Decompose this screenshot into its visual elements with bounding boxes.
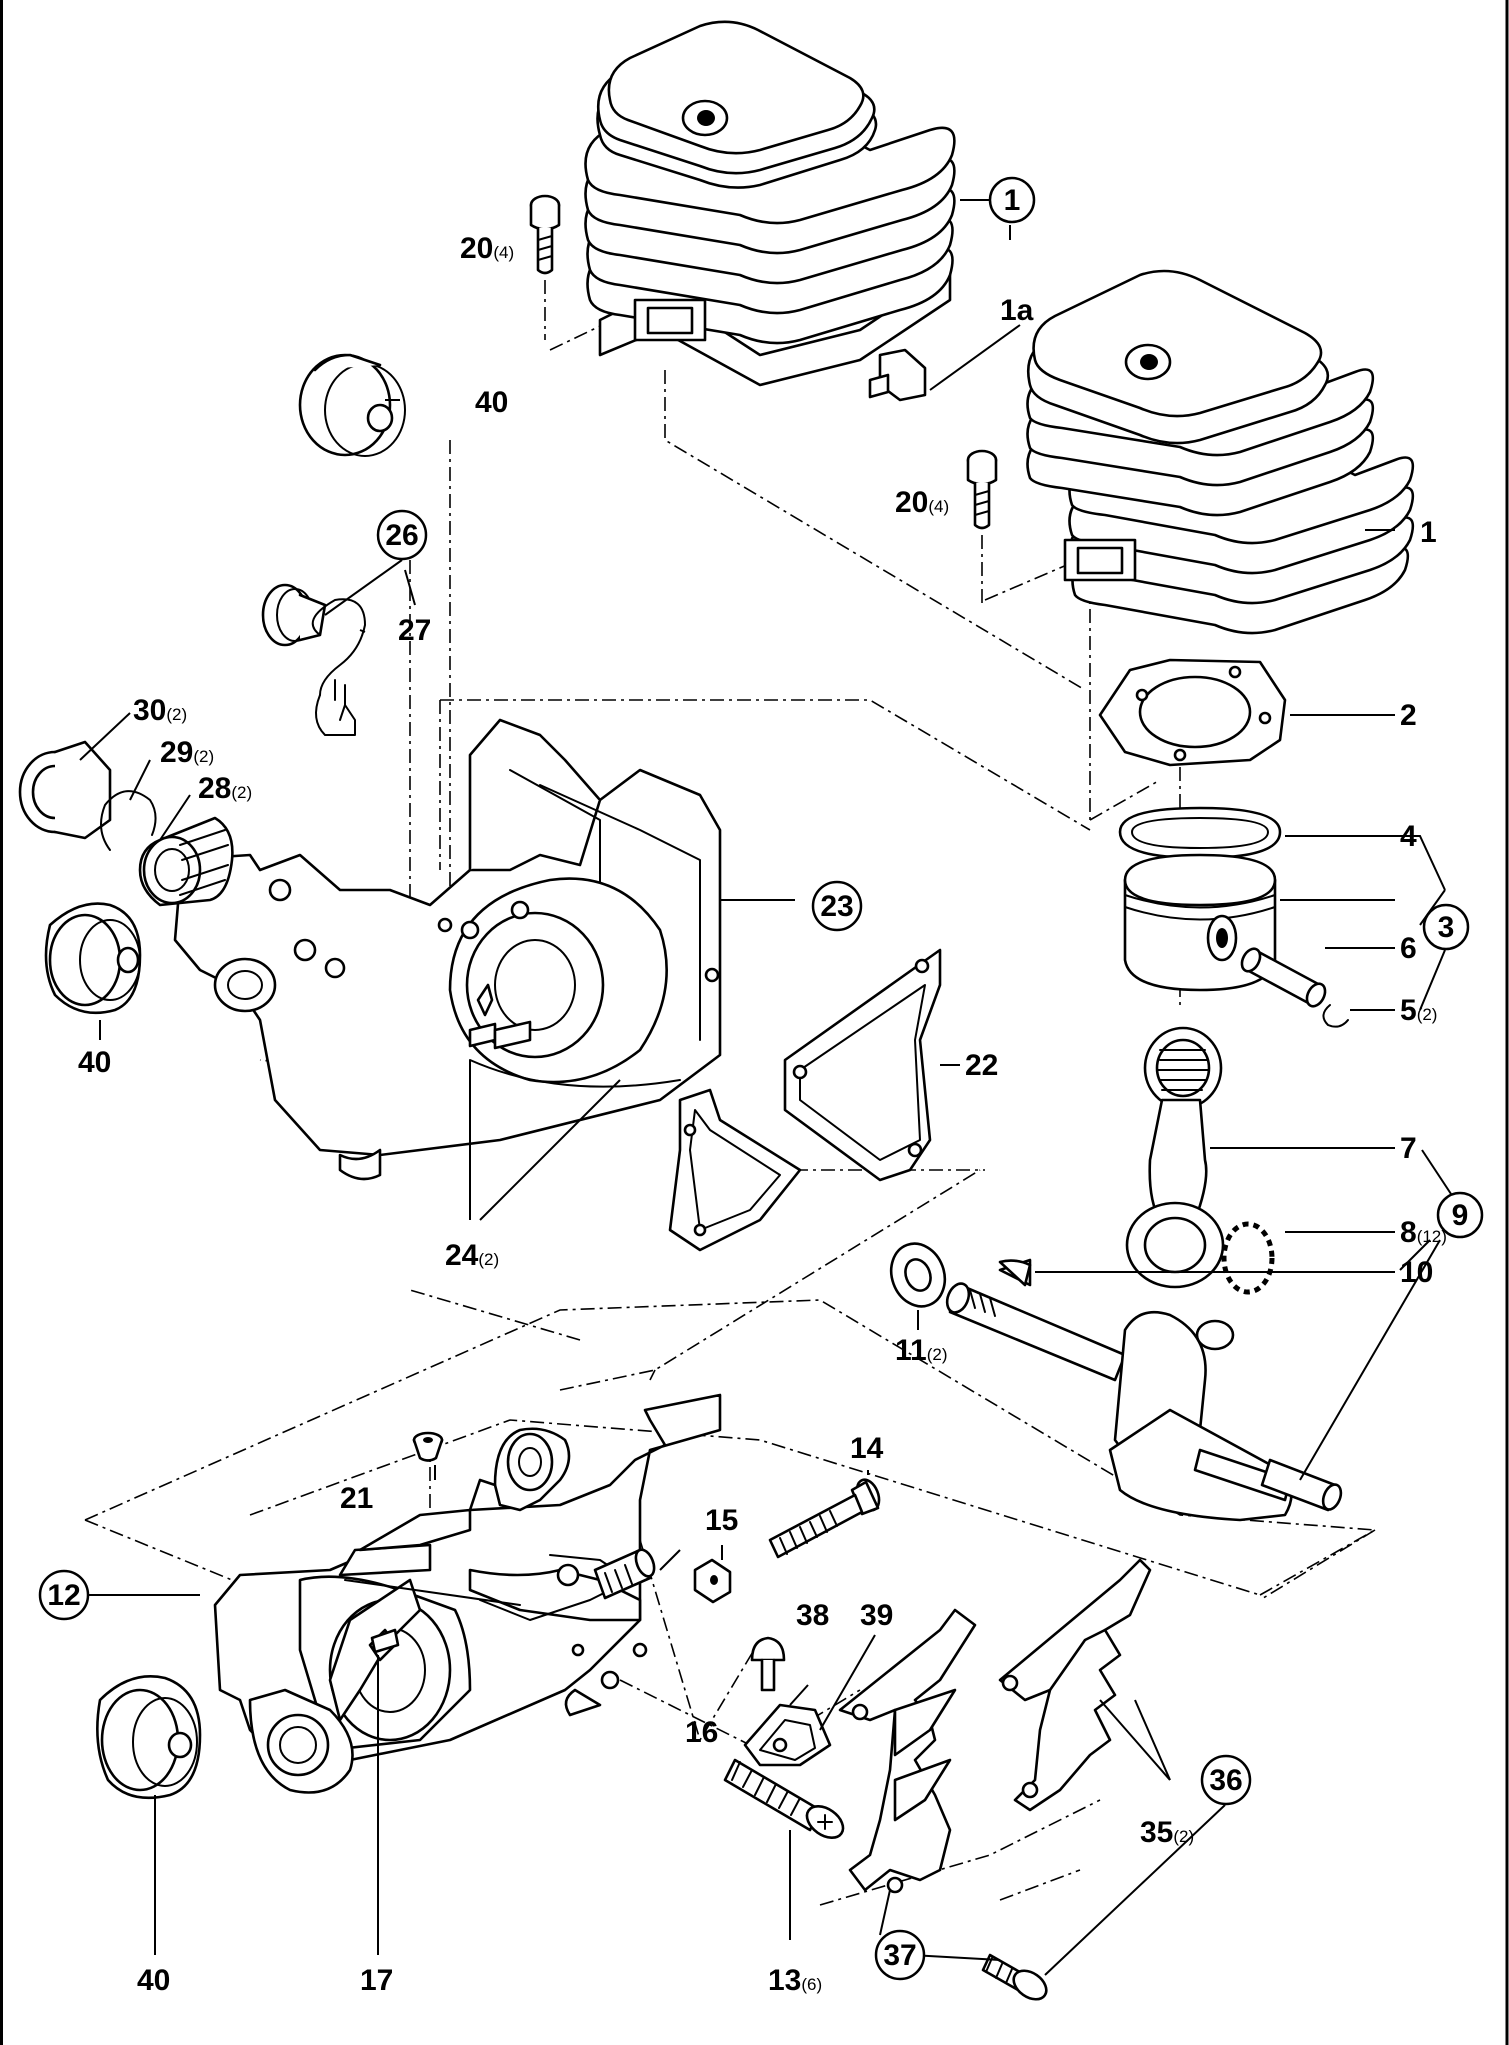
gasket-lower (668, 1088, 802, 1252)
label-39: 39 (860, 1599, 893, 1632)
label-20-upper: 20(4) (460, 232, 514, 265)
screw-13 (723, 1758, 845, 1839)
label-10: 10 (1400, 1256, 1433, 1289)
label-1a: 1a (1000, 294, 1034, 327)
label-21: 21 (340, 1482, 373, 1515)
plug-21 (412, 1431, 444, 1462)
label-40-top: 40 (475, 386, 508, 419)
bearing-28 (138, 816, 234, 907)
label-2: 2 (1400, 699, 1417, 732)
label-37: 37 (883, 1939, 916, 1972)
nut-15 (693, 1558, 732, 1604)
screw-35 (981, 1953, 1048, 2001)
piston-pin-6 (1240, 947, 1327, 1008)
plug-26 (261, 583, 327, 647)
label-30: 30(2) (133, 694, 187, 727)
label-22: 22 (965, 1049, 998, 1082)
label-35: 35(2) (1140, 1816, 1194, 1849)
label-40-left: 40 (78, 1046, 111, 1079)
label-16: 16 (685, 1716, 718, 1749)
piston-3 (1123, 853, 1277, 992)
crankcase-half-12 (213, 1393, 722, 1794)
washer-11 (889, 1242, 947, 1308)
label-1-right: 1 (1420, 516, 1437, 549)
label-8: 8(12) (1400, 1216, 1447, 1249)
label-17: 17 (360, 1964, 393, 1997)
label-13: 13(6) (768, 1964, 822, 1997)
circlip-29 (100, 790, 157, 851)
buffer-40-top (298, 353, 406, 457)
bolt-20-right (966, 449, 998, 605)
label-11: 11(2) (895, 1334, 948, 1367)
key-10 (998, 1259, 1032, 1287)
crankshaft-9 (945, 1258, 1343, 1522)
label-23: 23 (820, 890, 853, 923)
buffer-40-lower (96, 1675, 202, 1800)
connecting-rod-7 (1125, 1026, 1225, 1289)
callout-circle-26 (376, 509, 428, 561)
callout-circle-36 (1200, 1754, 1252, 1806)
label-27: 27 (398, 614, 431, 647)
dowel-pin-24 (468, 1020, 532, 1050)
label-14: 14 (850, 1432, 884, 1465)
callout-circle-1 (988, 176, 1036, 224)
buffer-40-left (44, 902, 142, 1015)
bolt-20-upper (529, 194, 561, 340)
label-26: 26 (385, 519, 418, 552)
circlip-5 (1322, 1004, 1349, 1028)
label-4: 4 (1400, 820, 1417, 853)
clip-27 (311, 598, 366, 736)
callout-circle-23 (811, 880, 863, 932)
callout-circle-9 (1436, 1191, 1484, 1239)
callout-circle-12 (38, 1569, 90, 1621)
leader-lines (79, 199, 1456, 1976)
label-24: 24(2) (445, 1239, 499, 1272)
label-28: 28(2) (198, 772, 252, 805)
needle-bearing-8 (1221, 1221, 1275, 1295)
spike-bumper-36 (998, 1558, 1152, 1812)
label-36: 36 (1209, 1764, 1242, 1797)
label-1: 1 (1004, 184, 1021, 217)
label-12: 12 (47, 1579, 80, 1612)
label-7: 7 (1400, 1132, 1417, 1165)
label-5: 5(2) (1400, 994, 1437, 1027)
gasket-22 (783, 948, 942, 1182)
label-38: 38 (796, 1599, 829, 1632)
rivet-38 (750, 1636, 786, 1692)
callout-circle-37 (874, 1929, 926, 1981)
label-20-right: 20(4) (895, 486, 949, 519)
pin-17 (370, 1628, 400, 1654)
plate-39 (743, 1703, 832, 1767)
label-3: 3 (1438, 911, 1455, 944)
cylinder-1 (584, 20, 956, 402)
screw-14 (768, 1478, 881, 1559)
cylinder-1-right (1026, 269, 1415, 635)
oil-seal-30 (18, 740, 112, 840)
callout-circle-3 (1422, 903, 1470, 951)
piston-ring-4 (1118, 806, 1282, 860)
label-9: 9 (1452, 1199, 1469, 1232)
label-6: 6 (1400, 932, 1417, 965)
label-15: 15 (705, 1504, 738, 1537)
label-40-lower: 40 (137, 1964, 170, 1997)
crankcase-half-23 (173, 718, 722, 1181)
label-29: 29(2) (160, 736, 214, 769)
stud-16 (593, 1548, 656, 1600)
spike-bumper-37 (838, 1608, 977, 1894)
gasket-2 (1098, 658, 1287, 767)
